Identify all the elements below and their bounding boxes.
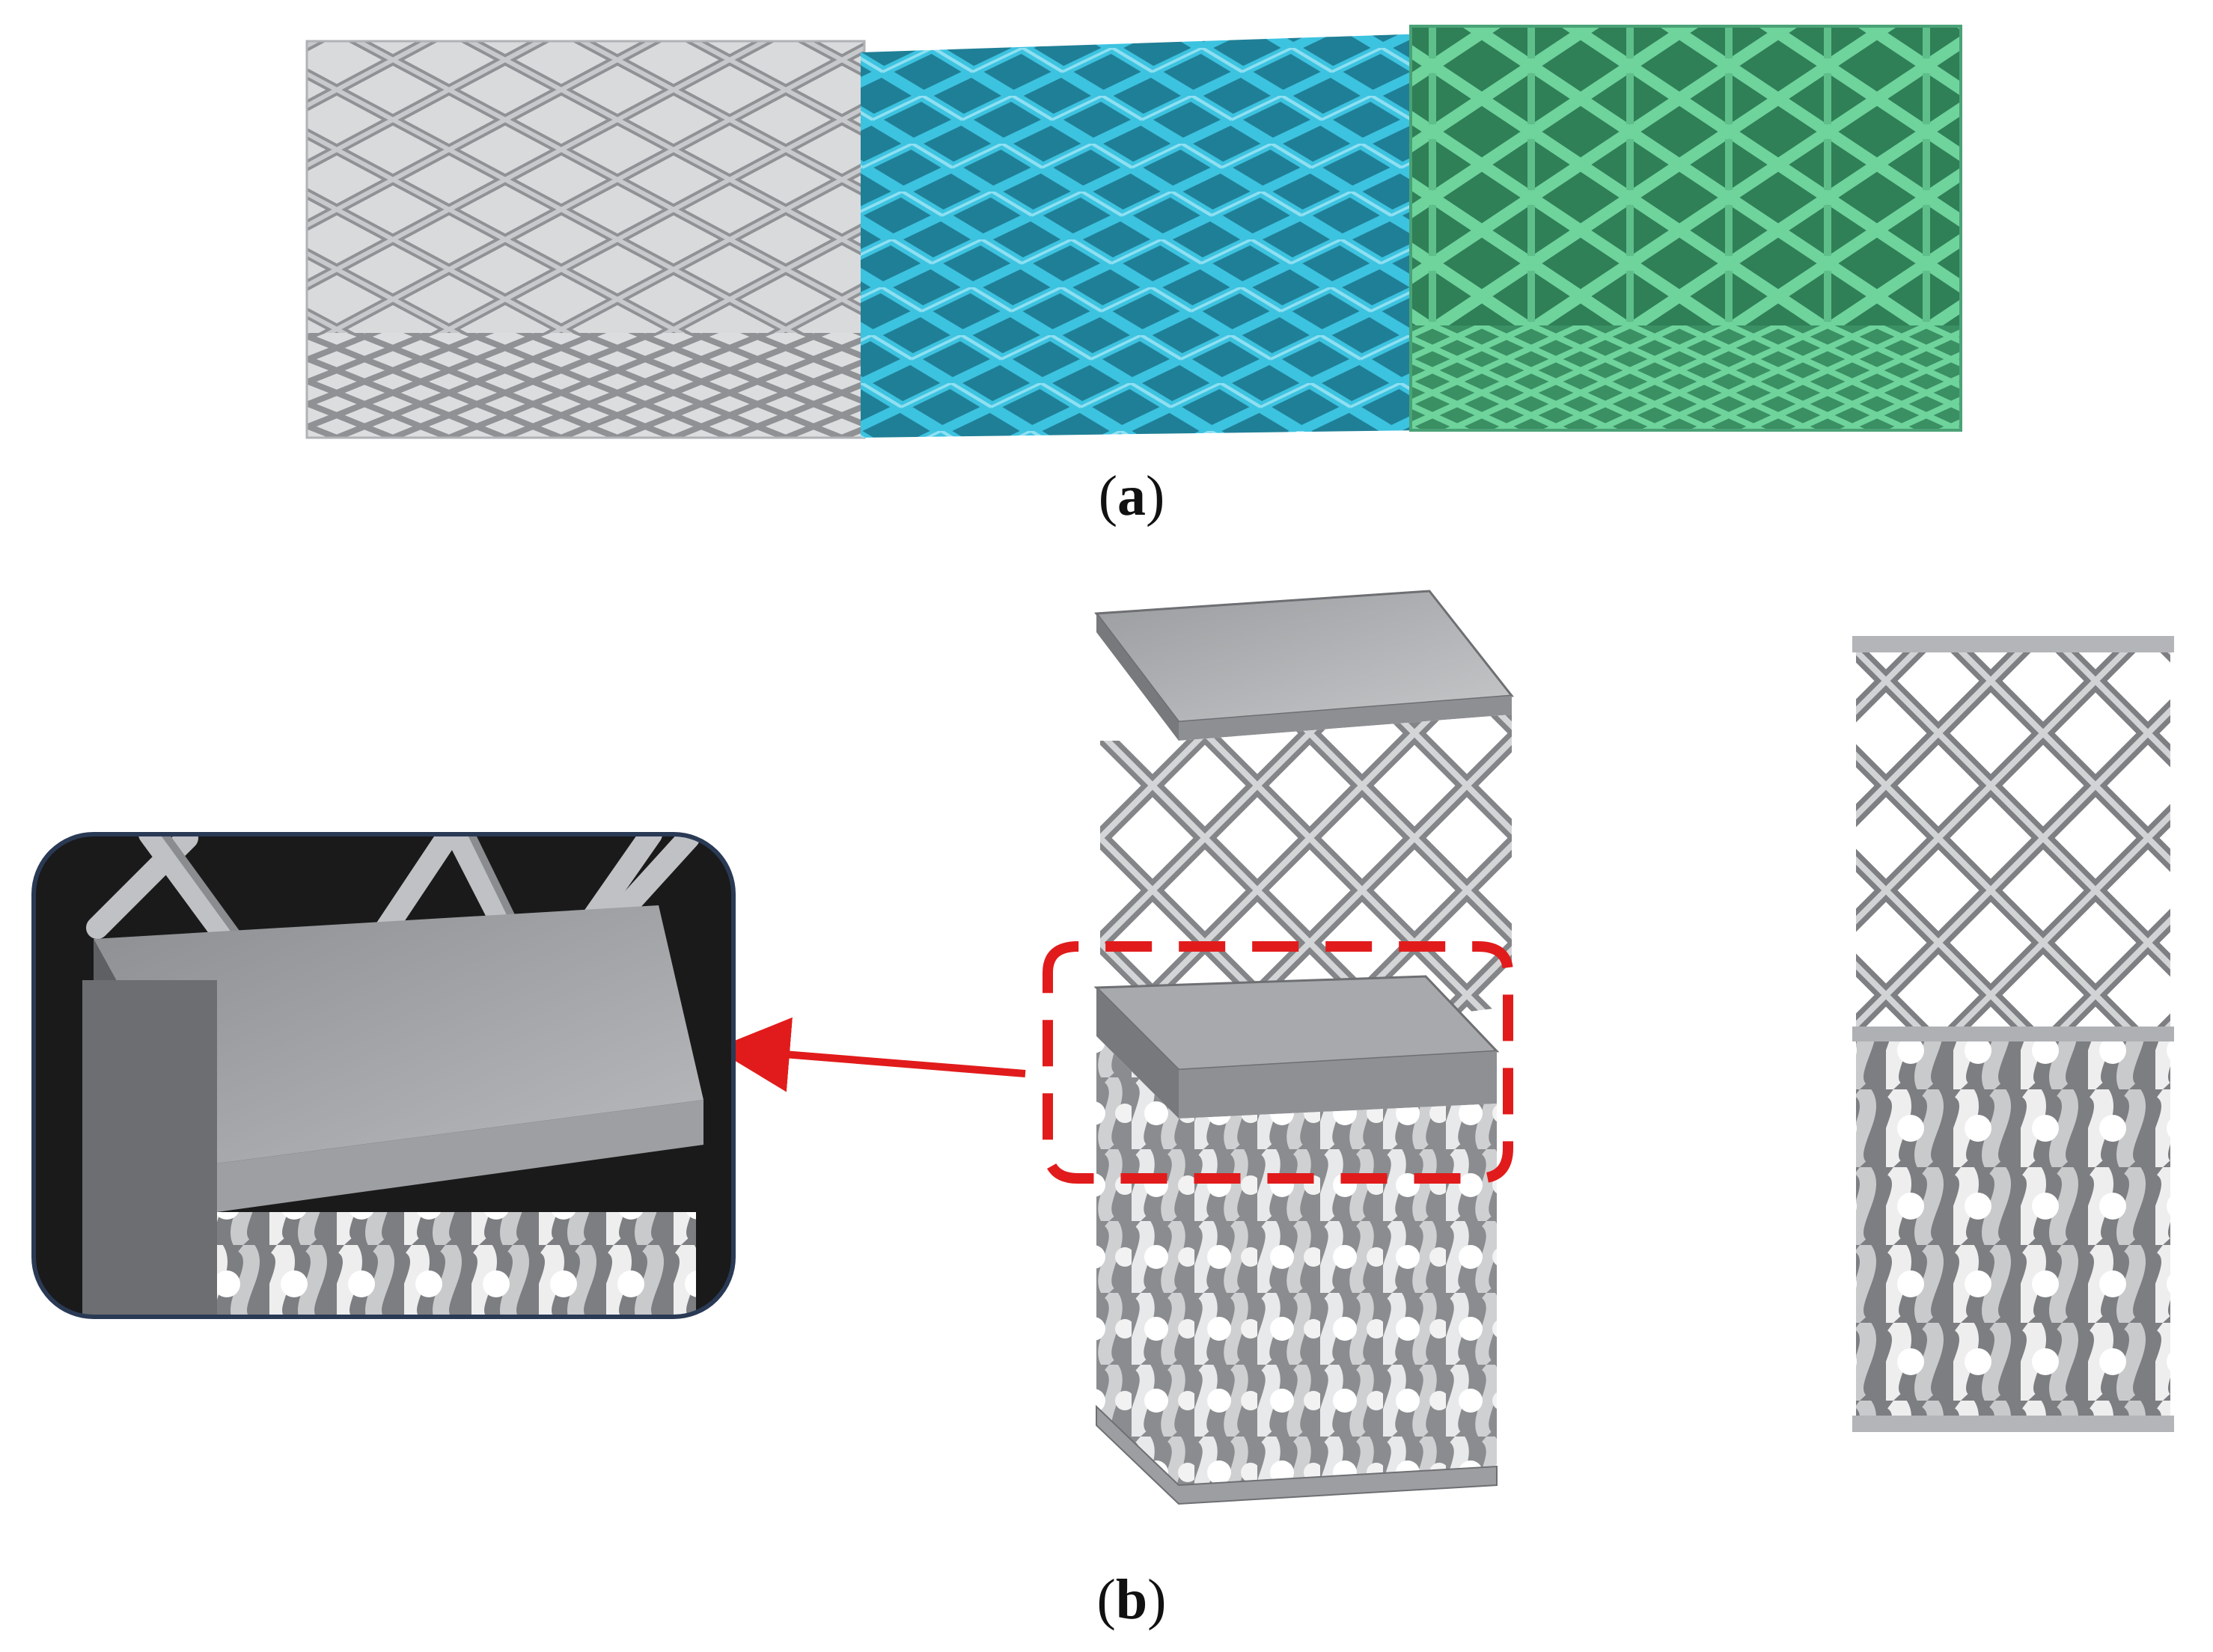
zoom-gyroid <box>217 1212 696 1317</box>
panel-b-hybrid-lattice-3d <box>1093 590 1514 1505</box>
front-top-plate <box>1852 636 2174 652</box>
green-lattice-section <box>1409 25 1962 432</box>
front-middle-plate <box>1852 1027 2174 1041</box>
gyroid-block <box>1096 1036 1497 1485</box>
zoom-inset <box>31 832 736 1319</box>
panel-a-lattice-bar <box>305 25 1962 439</box>
strut-lattice-block <box>1100 715 1512 1047</box>
bottom-plate <box>1096 1404 1498 1505</box>
callout-arrow <box>715 1017 1026 1092</box>
zoom-plate <box>94 905 703 1163</box>
front-strut-lattice <box>1856 652 2170 1027</box>
panel-b-label: (b) <box>1096 1568 1167 1631</box>
grey-lattice-section <box>305 40 866 439</box>
front-bottom-plate <box>1852 1416 2174 1432</box>
zoom-callout <box>715 941 1513 1184</box>
zoom-inset-border <box>31 832 736 1319</box>
panel-a-label: (a) <box>1098 465 1165 527</box>
panel-b-front-view <box>1852 636 2174 1432</box>
cyan-lattice-section <box>861 34 1426 438</box>
dashed-highlight-box <box>1043 941 1513 1184</box>
front-gyroid <box>1856 1041 2170 1416</box>
